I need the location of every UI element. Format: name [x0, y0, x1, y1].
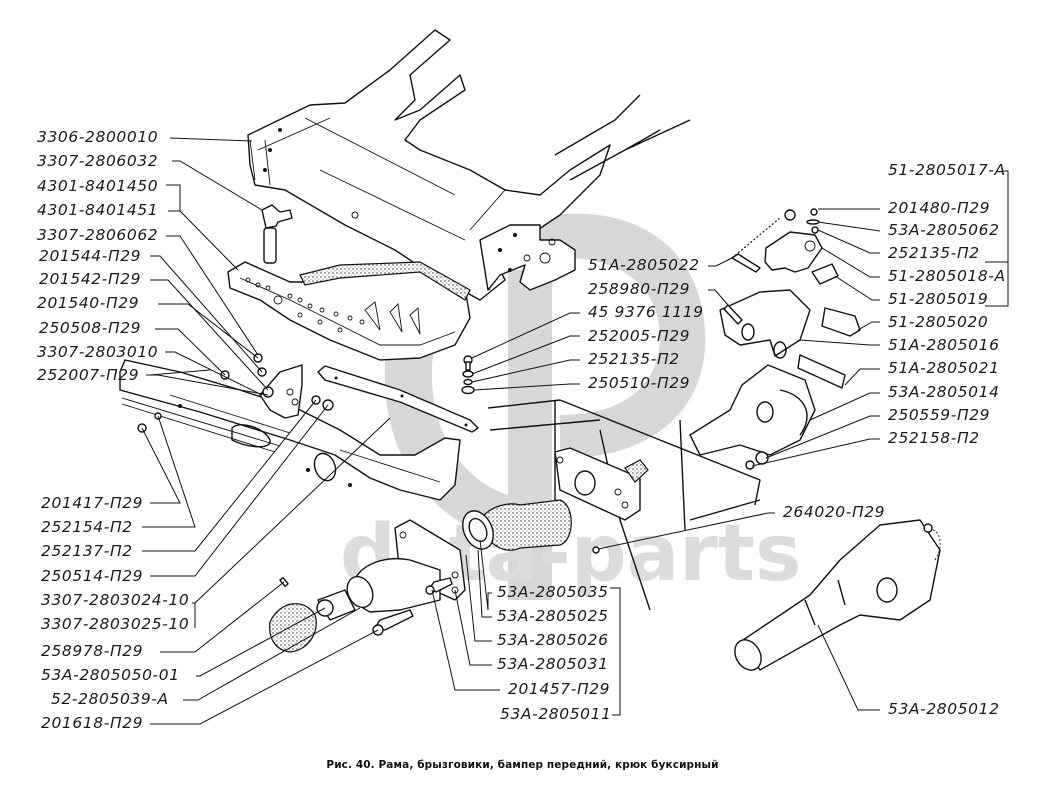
part-label: 3307-2806032: [37, 152, 159, 170]
leader-lines-bottom: [431, 512, 880, 716]
part-label: 53А-2805062: [888, 221, 1000, 239]
part-label: 52-2805039-А: [51, 690, 169, 708]
part-label: 51-2805018-А: [888, 267, 1006, 285]
part-label: 201540-П29: [37, 294, 140, 312]
part-label: 252135-П2: [888, 244, 980, 262]
part-label: 258980-П29: [588, 280, 691, 298]
part-label: 264020-П29: [783, 503, 886, 521]
bumper-strut-drawing: [317, 365, 479, 433]
part-label: 53А-2805026: [497, 631, 609, 649]
tow-hook-assembled-drawing: [734, 519, 941, 671]
part-label: 252005-П29: [588, 327, 691, 345]
part-label: 252158-П2: [888, 429, 980, 447]
cross-member-drawing: [487, 399, 761, 611]
part-label: 51-2805020: [888, 313, 989, 331]
part-label: 51А-2805016: [888, 336, 1000, 354]
part-label: 201544-П29: [39, 247, 142, 265]
part-label: 250508-П29: [39, 319, 142, 337]
part-label: 53А-2805050-01: [41, 666, 180, 684]
part-label: 250559-П29: [888, 406, 991, 424]
part-label: 201480-П29: [888, 199, 991, 217]
part-label: 250514-П29: [41, 567, 144, 585]
part-label: 4301-8401450: [37, 177, 159, 195]
part-label: 3307-2803024-10: [41, 591, 190, 609]
part-label: 53А-2805011: [500, 705, 612, 723]
part-label: 53А-2805035: [497, 583, 609, 601]
part-label: 3307-2806062: [37, 226, 159, 244]
part-label: 252007-П29: [37, 366, 140, 384]
part-label: 201618-П29: [41, 714, 144, 732]
part-label: 3307-2803010: [37, 343, 159, 361]
part-label: 3307-2803025-10: [41, 615, 190, 633]
part-label: 252137-П2: [41, 542, 133, 560]
part-label: 4301-8401451: [37, 201, 159, 219]
figure-caption: Рис. 40. Рама, брызговики, бампер передн…: [326, 759, 719, 771]
part-label: 258978-П29: [41, 642, 144, 660]
mudflap-holder-drawing: [261, 204, 293, 264]
part-label: 250510-П29: [588, 374, 691, 392]
part-label: 3306-2800010: [37, 128, 159, 146]
part-label: 201542-П29: [39, 270, 142, 288]
part-label: 53А-2805025: [497, 607, 609, 625]
part-label: 51А-2805022: [588, 256, 700, 274]
part-label: 252135-П2: [588, 350, 680, 368]
part-label: 53А-2805031: [497, 655, 609, 673]
part-label: 45 9376 1119: [588, 303, 704, 321]
part-label: 53А-2805014: [888, 383, 1000, 401]
part-label: 201457-П29: [508, 680, 611, 698]
leader-lines-right: [751, 170, 1009, 467]
part-label: 51А-2805021: [888, 359, 1000, 377]
tow-hook-exploded-drawing: [689, 208, 861, 470]
part-label: 53А-2805012: [888, 700, 1000, 718]
part-label: 51-2805017-А: [888, 161, 1006, 179]
leader-lines-center: [471, 257, 733, 391]
part-label: 252154-П2: [41, 518, 133, 536]
part-label: 51-2805019: [888, 290, 989, 308]
leader-lines: [141, 137, 391, 725]
center-fasteners-drawing: [461, 355, 475, 395]
part-label: 201417-П29: [41, 494, 144, 512]
mudflap-drawing: [227, 261, 471, 361]
frame-drawing: [247, 29, 691, 301]
